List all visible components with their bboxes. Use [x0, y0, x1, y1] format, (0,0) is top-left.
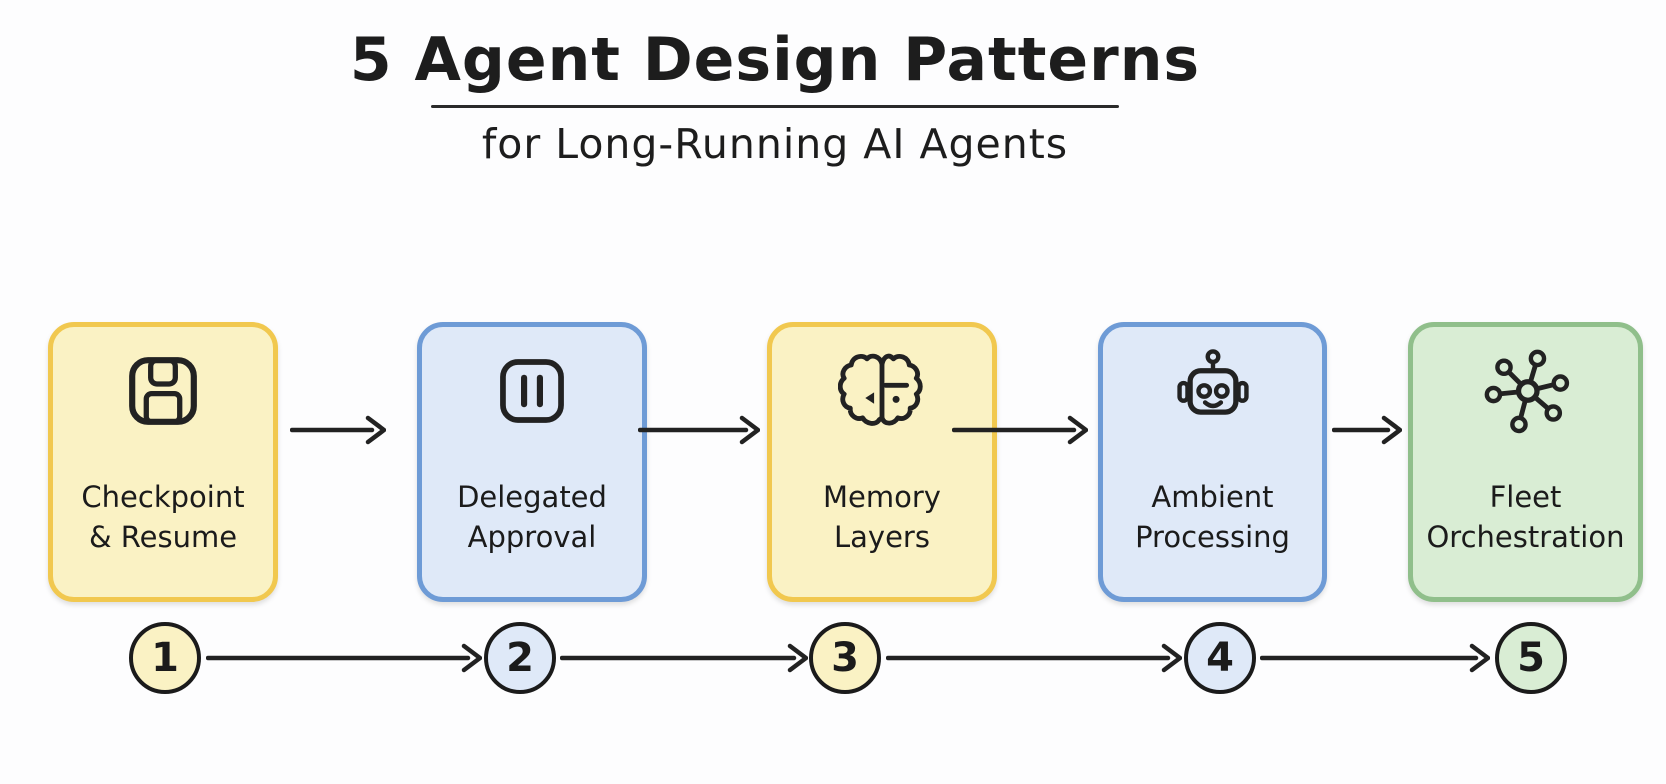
pattern-label-line2: Approval	[467, 519, 597, 554]
pattern-label: Delegated Approval	[457, 477, 607, 557]
step-number: 4	[1206, 635, 1234, 681]
arrow-pattern-3-4	[952, 415, 1088, 445]
page-title: 5 Agent Design Patterns	[349, 25, 1201, 95]
step-circle-5: 5	[1495, 622, 1567, 694]
arrow-pattern-2-3	[638, 415, 760, 445]
header: 5 Agent Design Patterns for Long-Running…	[0, 25, 1550, 169]
pattern-box-delegated-approval: Delegated Approval	[417, 322, 647, 602]
brain-icon	[838, 353, 923, 426]
pattern-label-line1: Memory	[823, 479, 941, 514]
pattern-label-line1: Checkpoint	[81, 479, 245, 514]
step-number: 1	[151, 635, 179, 681]
step-circle-3: 3	[809, 622, 881, 694]
step-circle-1: 1	[129, 622, 201, 694]
step-number: 3	[831, 635, 859, 681]
pattern-box-checkpoint-resume: Checkpoint & Resume	[48, 322, 278, 602]
pattern-label: Memory Layers	[823, 477, 941, 557]
robot-icon	[1176, 349, 1249, 415]
pattern-label-line2: Processing	[1135, 519, 1290, 554]
pattern-label: Fleet Orchestration	[1426, 477, 1624, 557]
page-subtitle: for Long-Running AI Agents	[481, 120, 1069, 168]
pattern-label: Checkpoint & Resume	[81, 477, 244, 557]
arrow-step-2-3	[560, 643, 808, 673]
network-hub-icon	[1484, 349, 1569, 434]
pattern-label: Ambient Processing	[1135, 477, 1290, 557]
pattern-label-line2: Orchestration	[1426, 519, 1625, 554]
pattern-label-line1: Fleet	[1489, 479, 1562, 514]
pattern-box-fleet-orchestration: Fleet Orchestration	[1408, 322, 1643, 602]
arrow-step-1-2	[206, 643, 482, 673]
arrow-step-3-4	[886, 643, 1182, 673]
pattern-label-line1: Delegated	[457, 479, 607, 514]
pattern-label-line2: & Resume	[88, 519, 238, 554]
pause-icon	[500, 359, 564, 423]
step-number: 2	[506, 635, 534, 681]
step-number: 5	[1517, 635, 1545, 681]
pattern-box-ambient-processing: Ambient Processing	[1098, 322, 1327, 602]
arrow-pattern-4-5	[1332, 415, 1402, 445]
pattern-label-line1: Ambient	[1151, 479, 1274, 514]
step-circle-4: 4	[1184, 622, 1256, 694]
pattern-label-line2: Layers	[834, 519, 930, 554]
arrow-step-4-5	[1260, 643, 1490, 673]
pattern-box-memory-layers: Memory Layers	[767, 322, 997, 602]
arrow-pattern-1-2	[290, 415, 386, 445]
step-circle-2: 2	[484, 622, 556, 694]
floppy-disk-save-icon	[129, 357, 197, 425]
title-underline	[431, 105, 1119, 108]
